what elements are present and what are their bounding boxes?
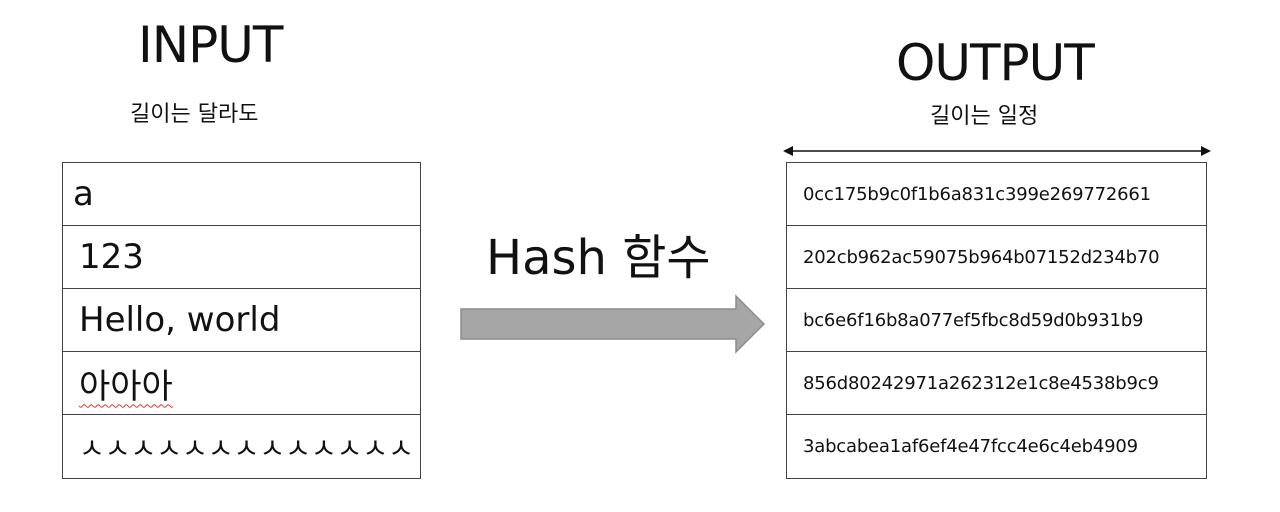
input-subtitle: 길이는 달라도 bbox=[130, 102, 259, 127]
right-arrow-shape bbox=[460, 294, 766, 354]
output-row-text: bc6e6f16b8a077ef5fbc8d59d0b931b9 bbox=[803, 309, 1144, 331]
input-row: ㅅㅅㅅㅅㅅㅅㅅㅅㅅㅅㅅㅅㅅ bbox=[63, 415, 420, 478]
input-row: a bbox=[63, 163, 420, 226]
right-arrow-icon bbox=[460, 294, 766, 354]
input-row-text: Hello, world bbox=[79, 300, 281, 340]
input-row-text: 123 bbox=[79, 237, 144, 277]
input-row-text: ㅅㅅㅅㅅㅅㅅㅅㅅㅅㅅㅅㅅㅅ bbox=[79, 431, 414, 465]
output-row-text: 0cc175b9c0f1b6a831c399e269772661 bbox=[803, 183, 1151, 205]
length-double-arrow-icon bbox=[783, 146, 1211, 156]
output-row-text: 3abcabea1af6ef4e47fcc4e6c4eb4909 bbox=[803, 436, 1138, 457]
output-row: 0cc175b9c0f1b6a831c399e269772661 bbox=[787, 163, 1206, 226]
input-row-text: 아아아 bbox=[79, 366, 173, 407]
length-arrowhead-right bbox=[1201, 146, 1211, 156]
hash-function-label: Hash 함수 bbox=[486, 230, 711, 286]
input-row: 아아아 bbox=[63, 352, 420, 415]
output-title: OUTPUT bbox=[896, 34, 1095, 92]
input-row-text: a bbox=[73, 174, 94, 214]
length-arrowhead-left bbox=[783, 146, 793, 156]
input-title: INPUT bbox=[138, 16, 283, 74]
output-row-text: 856d80242971a262312e1c8e4538b9c9 bbox=[803, 372, 1159, 394]
output-row-text: 202cb962ac59075b964b07152d234b70 bbox=[803, 246, 1160, 268]
output-row: 856d80242971a262312e1c8e4538b9c9 bbox=[787, 352, 1206, 415]
output-row: 3abcabea1af6ef4e47fcc4e6c4eb4909 bbox=[787, 415, 1206, 478]
input-table: a 123 Hello, world 아아아 ㅅㅅㅅㅅㅅㅅㅅㅅㅅㅅㅅㅅㅅ bbox=[62, 162, 421, 479]
input-row: 123 bbox=[63, 226, 420, 289]
output-row: bc6e6f16b8a077ef5fbc8d59d0b931b9 bbox=[787, 289, 1206, 352]
output-row: 202cb962ac59075b964b07152d234b70 bbox=[787, 226, 1206, 289]
input-row: Hello, world bbox=[63, 289, 420, 352]
output-table: 0cc175b9c0f1b6a831c399e269772661 202cb96… bbox=[786, 162, 1207, 479]
output-subtitle: 길이는 일정 bbox=[930, 104, 1039, 129]
